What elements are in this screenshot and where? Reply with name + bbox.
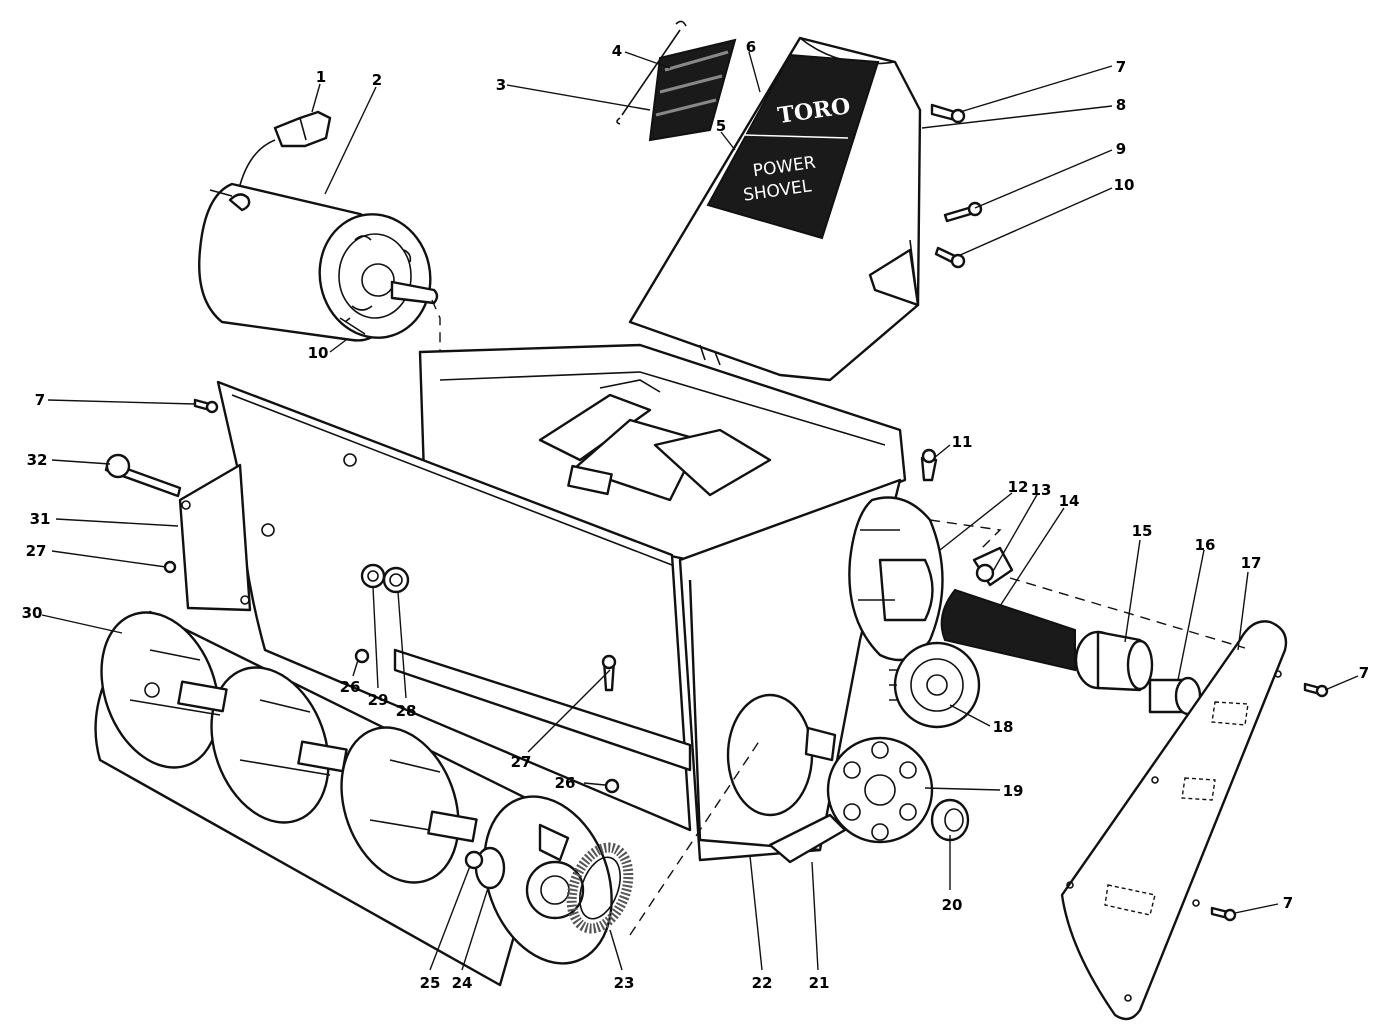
callout-25: 25	[420, 974, 441, 992]
callout-19: 19	[1003, 782, 1024, 800]
callout-labels: 1 2 3 4 6 5 7 8 9 10 10 7 32 31 27 30 26…	[22, 38, 1370, 992]
callout-30: 30	[22, 604, 43, 622]
callout-21: 21	[809, 974, 830, 992]
callout-22: 22	[752, 974, 773, 992]
callout-29: 29	[368, 691, 389, 709]
callout-12: 12	[1008, 478, 1029, 496]
callout-23: 23	[614, 974, 635, 992]
callout-28: 28	[396, 702, 417, 720]
callout-1: 1	[316, 68, 326, 86]
brand-decal: TORO POWER SHOVEL	[706, 53, 880, 240]
callout-13: 13	[1031, 481, 1052, 499]
impeller	[94, 610, 634, 987]
foam-pad	[616, 20, 737, 142]
callout-18: 18	[993, 718, 1014, 736]
callout-32: 32	[27, 451, 48, 469]
callout-7-bottom: 7	[1283, 894, 1293, 912]
callout-2: 2	[372, 71, 382, 89]
callout-24: 24	[452, 974, 473, 992]
callout-26-left: 26	[340, 678, 361, 696]
callout-26-center: 26	[555, 774, 576, 792]
callout-27-left: 27	[26, 542, 47, 560]
alignment-lines	[629, 519, 1246, 936]
callout-10-motor: 10	[308, 344, 329, 362]
callout-11: 11	[952, 433, 973, 451]
callout-8: 8	[1116, 96, 1126, 114]
side-panel	[1060, 620, 1288, 1021]
callout-4: 4	[612, 42, 622, 60]
callout-17: 17	[1241, 554, 1262, 572]
callout-6: 6	[746, 38, 756, 56]
callout-16: 16	[1195, 536, 1216, 554]
callout-10-top: 10	[1114, 176, 1135, 194]
callout-15: 15	[1132, 522, 1153, 540]
callout-20: 20	[942, 896, 963, 914]
callout-7-right: 7	[1359, 664, 1369, 682]
motor	[198, 110, 441, 430]
callout-9: 9	[1116, 140, 1126, 158]
callout-7-top: 7	[1116, 58, 1126, 76]
callout-7-left: 7	[35, 391, 45, 409]
callout-3: 3	[496, 76, 506, 94]
callout-14: 14	[1059, 492, 1080, 510]
housing	[178, 343, 944, 864]
shroud-cover: TORO POWER SHOVEL	[628, 36, 922, 382]
callout-5: 5	[716, 117, 726, 135]
callout-27-center: 27	[511, 753, 532, 771]
leader-lines	[41, 51, 1359, 971]
callout-31: 31	[30, 510, 51, 528]
drive-train	[826, 546, 1202, 844]
